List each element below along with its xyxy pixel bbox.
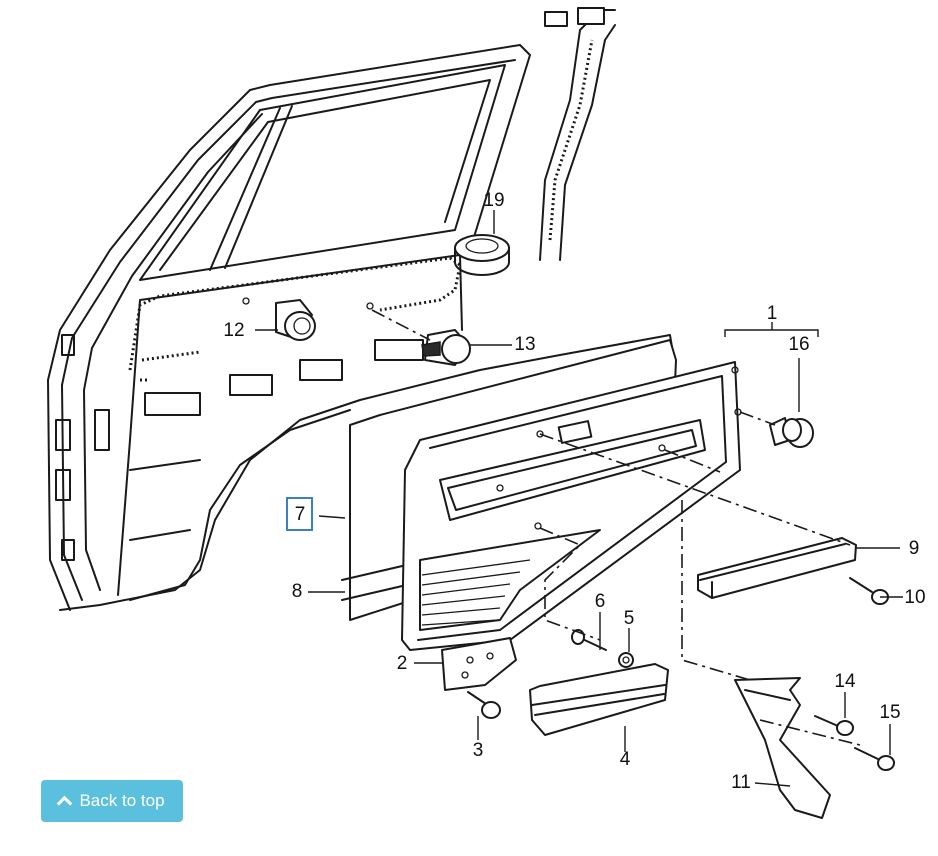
callout-1: 1 <box>767 303 778 324</box>
chevron-up-icon <box>57 795 73 812</box>
screw-part-6 <box>571 629 607 651</box>
callout-4: 4 <box>620 749 631 770</box>
armrest-part-4 <box>529 663 669 736</box>
screw-part-10 <box>849 577 889 605</box>
leader-lines <box>255 210 903 787</box>
callout-19: 19 <box>483 190 504 211</box>
clip-part-16 <box>769 417 814 448</box>
washer-part-5 <box>618 652 634 668</box>
callout-13: 13 <box>514 334 535 355</box>
callout-15: 15 <box>879 702 900 723</box>
plate-part-2 <box>441 637 517 691</box>
callout-14: 14 <box>834 671 856 692</box>
assembly-lines <box>371 309 861 746</box>
bracket-part-11 <box>734 677 831 819</box>
door-seal-strip <box>539 7 616 261</box>
callout-7: 7 <box>295 504 306 525</box>
callout-9: 9 <box>909 538 920 559</box>
round-seal-part-19 <box>454 234 510 276</box>
callout-12: 12 <box>223 320 244 341</box>
screw-part-14 <box>814 715 854 736</box>
highlighted-callout-box[interactable] <box>286 497 313 531</box>
back-to-top-button[interactable]: Back to top <box>41 780 183 822</box>
callout-3: 3 <box>473 740 484 761</box>
screw-part-15 <box>854 747 895 771</box>
callout-2: 2 <box>397 653 408 674</box>
callout-10: 10 <box>904 587 925 608</box>
callout-labels: 1 16 19 12 13 7 8 9 10 2 3 6 5 4 11 14 1… <box>223 190 925 793</box>
back-to-top-label: Back to top <box>79 791 165 810</box>
screw-part-3 <box>467 691 501 719</box>
callout-6: 6 <box>595 591 606 612</box>
callout-11: 11 <box>731 772 751 793</box>
armrest-part-9 <box>697 537 857 599</box>
callout-5: 5 <box>624 608 635 629</box>
knob-part-12 <box>275 299 316 341</box>
callout-16: 16 <box>788 334 809 355</box>
trim-panel-part-1 <box>401 361 742 651</box>
knob-part-13 <box>421 329 471 366</box>
callout-8: 8 <box>292 581 303 602</box>
